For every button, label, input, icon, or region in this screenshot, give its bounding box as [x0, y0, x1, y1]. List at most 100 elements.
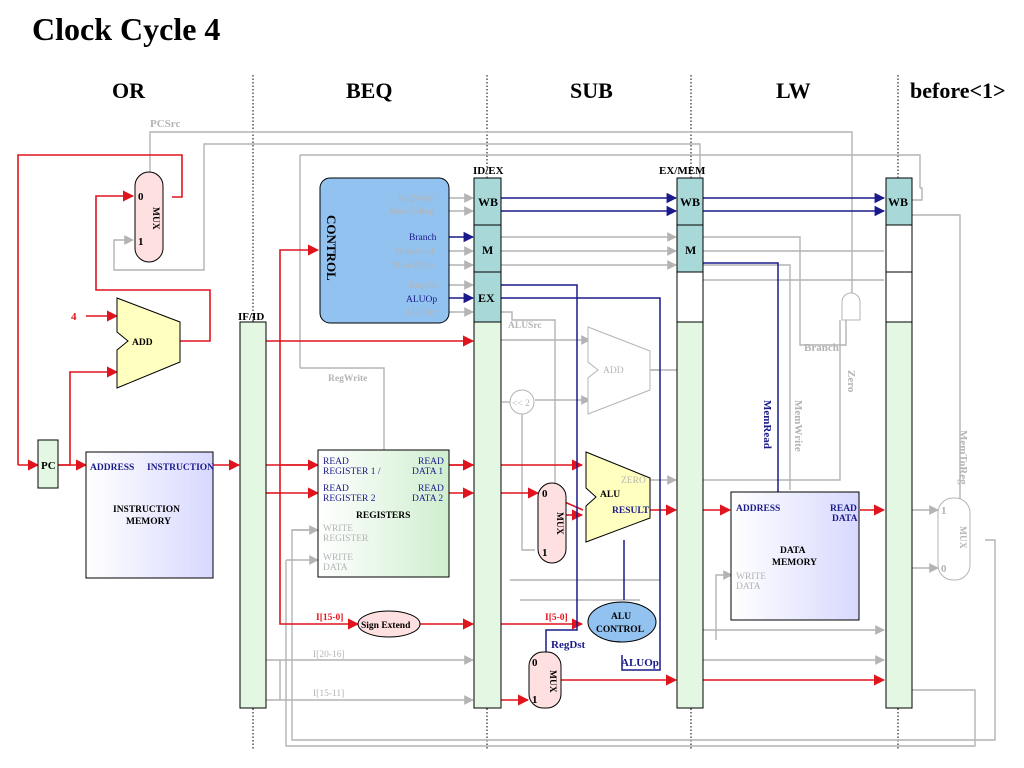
reg-dst-mux: 0 1 MUX — [528, 651, 562, 709]
control-name: CONTROL — [324, 215, 339, 281]
dmem-write-data-l2: DATA — [736, 582, 761, 592]
stage-label-beq: BEQ — [346, 78, 392, 103]
wb-mux-input-1: 1 — [941, 505, 947, 517]
pc-label: PC — [41, 460, 56, 472]
ex-mem-label: EX/MEM — [659, 165, 706, 177]
ex-mem-register: EX/MEM WB M — [659, 165, 706, 709]
rf-read-reg1-l1: READ — [323, 457, 349, 467]
dmem-name-l2: MEMORY — [772, 558, 817, 568]
ctrl-sig-regdst: RegDst — [409, 281, 438, 291]
alu-mux-input-1: 1 — [542, 547, 548, 559]
memwrite-label: MemWrite — [792, 400, 804, 452]
field-i20-16: I[20-16] — [313, 650, 345, 660]
ctrl-sig-alusrc: ALUSrc — [405, 308, 437, 318]
rf-write-reg-l1: WRITE — [323, 524, 353, 534]
field-i15-11: I[15-11] — [313, 689, 344, 699]
branch-adder-label: ADD — [603, 366, 624, 376]
control-unit: CONTROL RegWrite MemToReg Branch MemRead… — [319, 177, 450, 324]
dmem-name-l1: DATA — [780, 546, 806, 556]
mux-input-1: 1 — [138, 236, 144, 248]
memtoreg-label: MemToReg — [957, 430, 969, 485]
shift-left-2: << 2 — [509, 389, 535, 415]
if-id-register: IF/ID — [238, 311, 267, 709]
if-id-label: IF/ID — [238, 311, 264, 323]
ctrl-sig-branch: Branch — [409, 233, 437, 243]
mem-wb-wb: WB — [888, 195, 908, 209]
pc-register: PC — [37, 439, 59, 489]
control-wires — [449, 192, 886, 671]
ex-mem-wb: WB — [680, 195, 700, 209]
alu: ALU ZERO RESULT — [585, 451, 651, 543]
rf-read-data2-l1: READ — [418, 484, 444, 494]
rf-name: REGISTERS — [356, 511, 410, 521]
wb-mux: 1 0 MUX — [937, 497, 971, 581]
id-ex-ex: EX — [478, 291, 495, 305]
alu-label: ALU — [600, 490, 620, 500]
rf-write-data-l2: DATA — [323, 563, 348, 573]
mem-wb-register: WB — [885, 177, 913, 709]
ctrl-sig-memwrite: MemWrite — [392, 261, 433, 271]
rf-read-data1-l1: READ — [418, 457, 444, 467]
alu-control-l1: ALU — [611, 612, 631, 622]
ctrl-sig-aluop: ALUOp — [406, 295, 437, 305]
stage-label-lw: LW — [776, 78, 811, 103]
id-ex-register: ID/EX WB M EX — [473, 165, 504, 709]
mux-label: MUX — [150, 207, 160, 230]
ctrl-sig-memread: MemRead — [394, 247, 434, 257]
id-ex-label: ID/EX — [473, 165, 504, 177]
alu-result-label: RESULT — [612, 506, 650, 516]
id-ex-m: M — [482, 243, 493, 257]
dmem-write-data-l1: WRITE — [736, 572, 766, 582]
id-ex-wb: WB — [478, 195, 498, 209]
instruction-memory: ADDRESS INSTRUCTION INSTRUCTION MEMORY — [85, 451, 214, 579]
rf-read-reg1-l2: REGISTER 1 / — [323, 467, 381, 477]
adder-label: ADD — [132, 338, 153, 348]
pc-adder: ADD — [116, 297, 181, 389]
regdst-label: RegDst — [551, 639, 586, 651]
wb-mux-label: MUX — [957, 526, 967, 549]
regdst-mux-input-1: 1 — [532, 694, 538, 706]
pcsrc-label: PCSrc — [150, 118, 180, 130]
pc-src-mux: 0 1 MUX — [134, 171, 164, 263]
field-i5-0: I[5-0] — [545, 613, 568, 623]
ex-mem-m: M — [685, 243, 696, 257]
alu-control-l2: CONTROL — [596, 625, 644, 635]
inactive-wires — [113, 131, 996, 747]
const-four: 4 — [71, 311, 77, 323]
ctrl-sig-regwrite: RegWrite — [398, 194, 435, 204]
rf-write-reg-l2: REGISTER — [323, 534, 369, 544]
zero-label: Zero — [845, 370, 857, 393]
sign-extend-label: Sign Extend — [361, 621, 411, 631]
alu-mux-label: MUX — [554, 512, 564, 535]
memread-label: MemRead — [761, 400, 773, 449]
regdst-mux-input-0: 0 — [532, 657, 538, 669]
alu-mux-input-0: 0 — [542, 488, 548, 500]
stage-label-sub: SUB — [570, 78, 613, 103]
alu-src-mux: 0 1 MUX — [537, 482, 567, 564]
shift-left-2-label: << 2 — [512, 399, 530, 409]
imem-name-line1: INSTRUCTION — [113, 505, 180, 515]
page-title: Clock Cycle 4 — [32, 11, 220, 47]
wb-mux-input-0: 0 — [941, 563, 947, 575]
mux-input-0: 0 — [138, 191, 144, 203]
alu-control: ALU CONTROL — [587, 601, 657, 643]
alusrc-label: ALUSrc — [508, 321, 542, 331]
branch-and-gate — [841, 292, 861, 321]
register-file: READ REGISTER 1 / READ DATA 1 READ REGIS… — [317, 449, 450, 578]
imem-instruction-label: INSTRUCTION — [147, 463, 214, 473]
field-i15-0: I[15-0] — [316, 613, 343, 623]
aluop-label: ALUOp — [621, 657, 659, 669]
data-memory: ADDRESS READ DATA DATA MEMORY WRITE DATA — [730, 491, 860, 621]
regwrite-label: RegWrite — [328, 374, 367, 384]
rf-read-reg2-l1: READ — [323, 484, 349, 494]
dmem-read-data-l2: DATA — [832, 514, 858, 524]
alu-zero-label: ZERO — [621, 476, 646, 486]
regdst-mux-label: MUX — [547, 670, 557, 693]
branch-label: Branch — [804, 342, 839, 354]
stage-label-before: before<1> — [910, 78, 1006, 103]
dmem-read-data-l1: READ — [830, 504, 857, 514]
sign-extend: Sign Extend — [357, 610, 421, 638]
rf-read-reg2-l2: REGISTER 2 — [323, 494, 376, 504]
imem-address-label: ADDRESS — [90, 463, 134, 473]
